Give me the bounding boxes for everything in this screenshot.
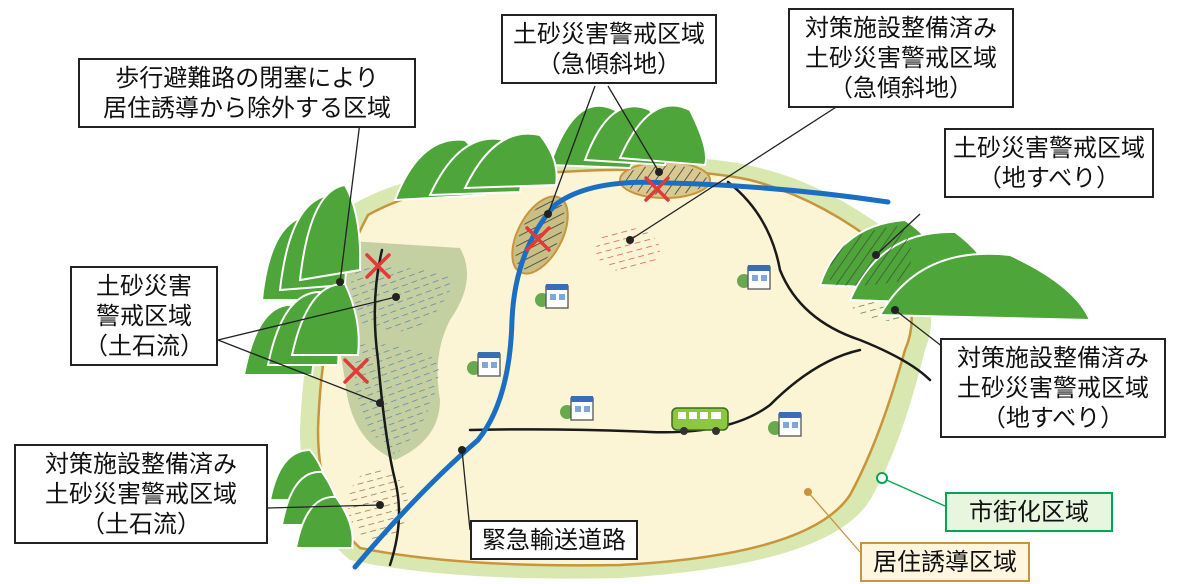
bus-icon — [671, 407, 729, 435]
label-blocked-route-zone: 歩行避難路の閉塞により 居住誘導から除外する区域 — [78, 58, 416, 128]
label-treated-landslide: 対策施設整備済み 土砂災害警戒区域 （地すべり） — [940, 338, 1166, 438]
label-sediment-steep-slope: 土砂災害警戒区域 （急傾斜地） — [501, 14, 717, 84]
label-sediment-debris-flow: 土砂災害 警戒区域 （土石流） — [70, 266, 218, 366]
label-urbanization-area: 市街化区域 — [945, 492, 1113, 532]
leader-dots — [336, 168, 899, 509]
leader-lines — [217, 85, 953, 553]
blocked-x-icon — [343, 176, 670, 384]
label-sediment-landslide: 土砂災害警戒区域 （地すべり） — [944, 128, 1154, 198]
label-treated-steep-slope: 対策施設整備済み 土砂災害警戒区域 （急傾斜地） — [788, 8, 1014, 108]
label-residence-area: 居住誘導区域 — [860, 542, 1030, 582]
emergency-transport-road — [352, 179, 891, 570]
building-icon — [467, 265, 802, 437]
label-emergency-road: 緊急輸送道路 — [470, 520, 638, 560]
treated-steep-zone — [596, 228, 660, 272]
label-treated-debris-flow: 対策施設整備済み 土砂災害警戒区域 （土石流） — [14, 444, 268, 544]
debris-flow-zone-lower — [355, 344, 440, 455]
